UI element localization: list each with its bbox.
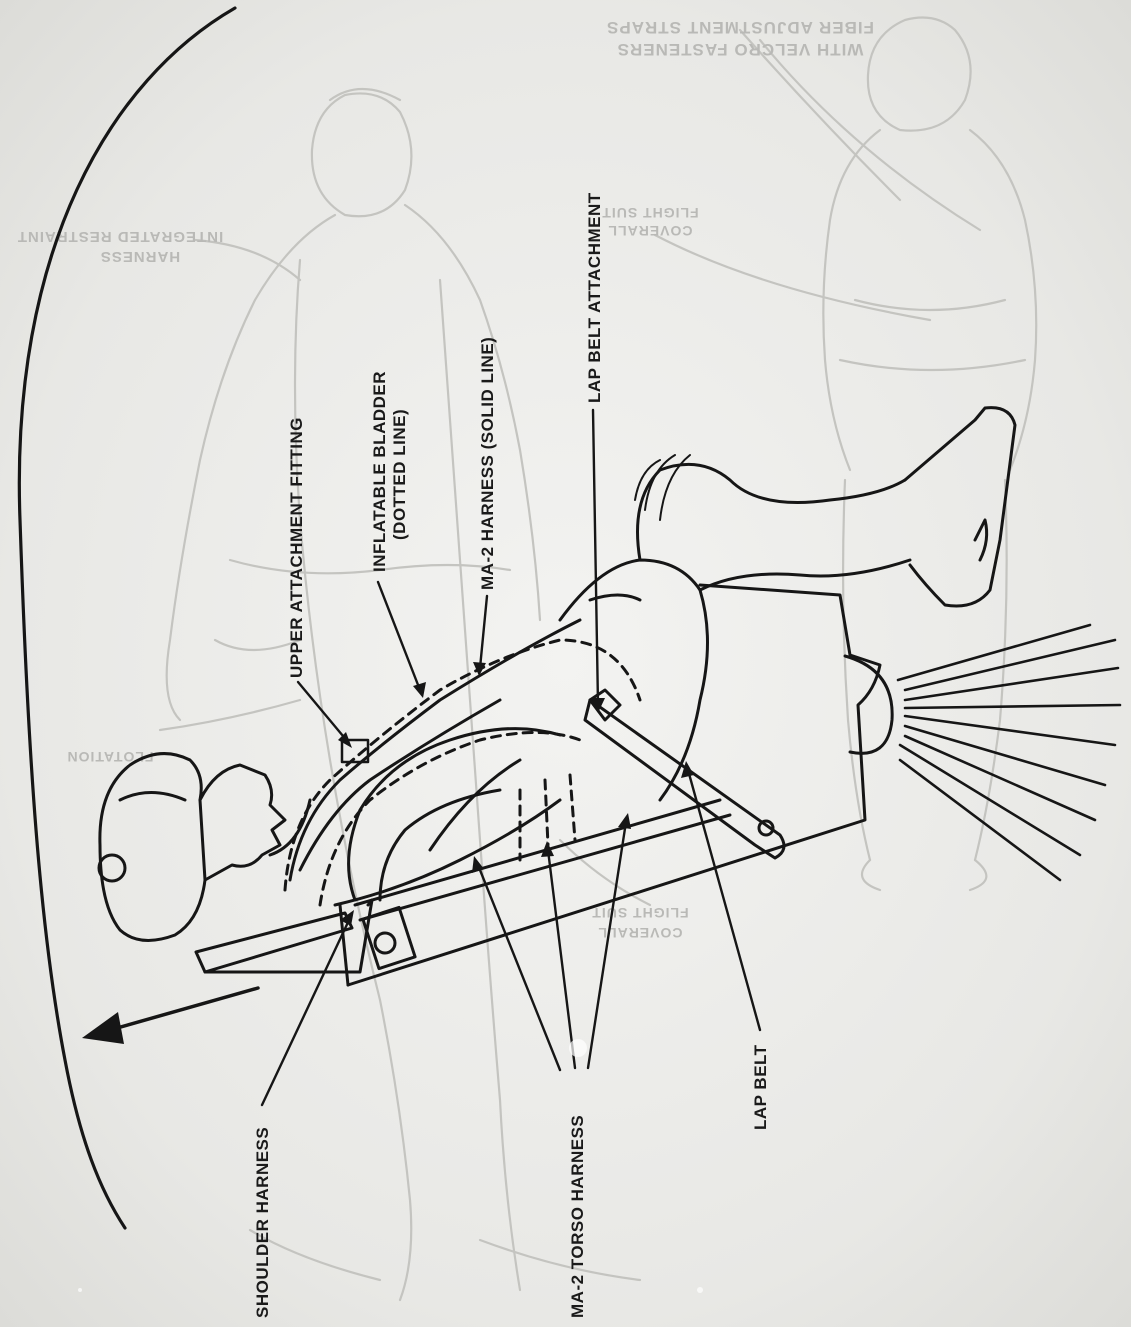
rocket-exhaust [898,625,1120,880]
label-inflatable-bladder-line2: (DOTTED LINE) [390,409,409,540]
ejection-direction-arrow [82,988,258,1044]
ghost-label-mid: FLOTATION [66,749,153,765]
label-shoulder-harness: SHOULDER HARNESS [253,1127,272,1318]
ghost-label-lower-1: FLIGHT SUIT [591,905,688,921]
ghost-label-top-2: WITH VELCRO FASTENERS [617,40,864,59]
ghost-label-top-1: FIBER ADJUSTMENT STRAPS [606,18,874,37]
callout-labels: UPPER ATTACHMENT FITTING INFLATABLE BLAD… [253,192,770,1318]
ghost-label-right-1: FLIGHT SUIT [601,205,698,221]
label-upper-attachment-fitting: UPPER ATTACHMENT FITTING [287,417,306,678]
ghost-label-left-2: HARNESS [100,248,180,265]
label-inflatable-bladder-line1: INFLATABLE BLADDER [370,371,389,572]
label-ma2-torso-harness: MA-2 TORSO HARNESS [568,1115,587,1318]
ghost-label-left-1: INTEGRATED RESTRAINT [17,228,223,245]
ghost-label-right-2: COVERALL [608,223,693,239]
label-lap-belt: LAP BELT [751,1044,770,1130]
label-ma2-harness: MA-2 HARNESS (SOLID LINE) [478,337,497,590]
scan-specks [78,1039,703,1293]
label-lap-belt-attachment: LAP BELT ATTACHMENT [585,192,604,403]
background-labels: FIBER ADJUSTMENT STRAPS WITH VELCRO FAST… [17,18,874,941]
ghost-figure-right [655,18,1036,890]
canopy-curve [19,8,235,1228]
